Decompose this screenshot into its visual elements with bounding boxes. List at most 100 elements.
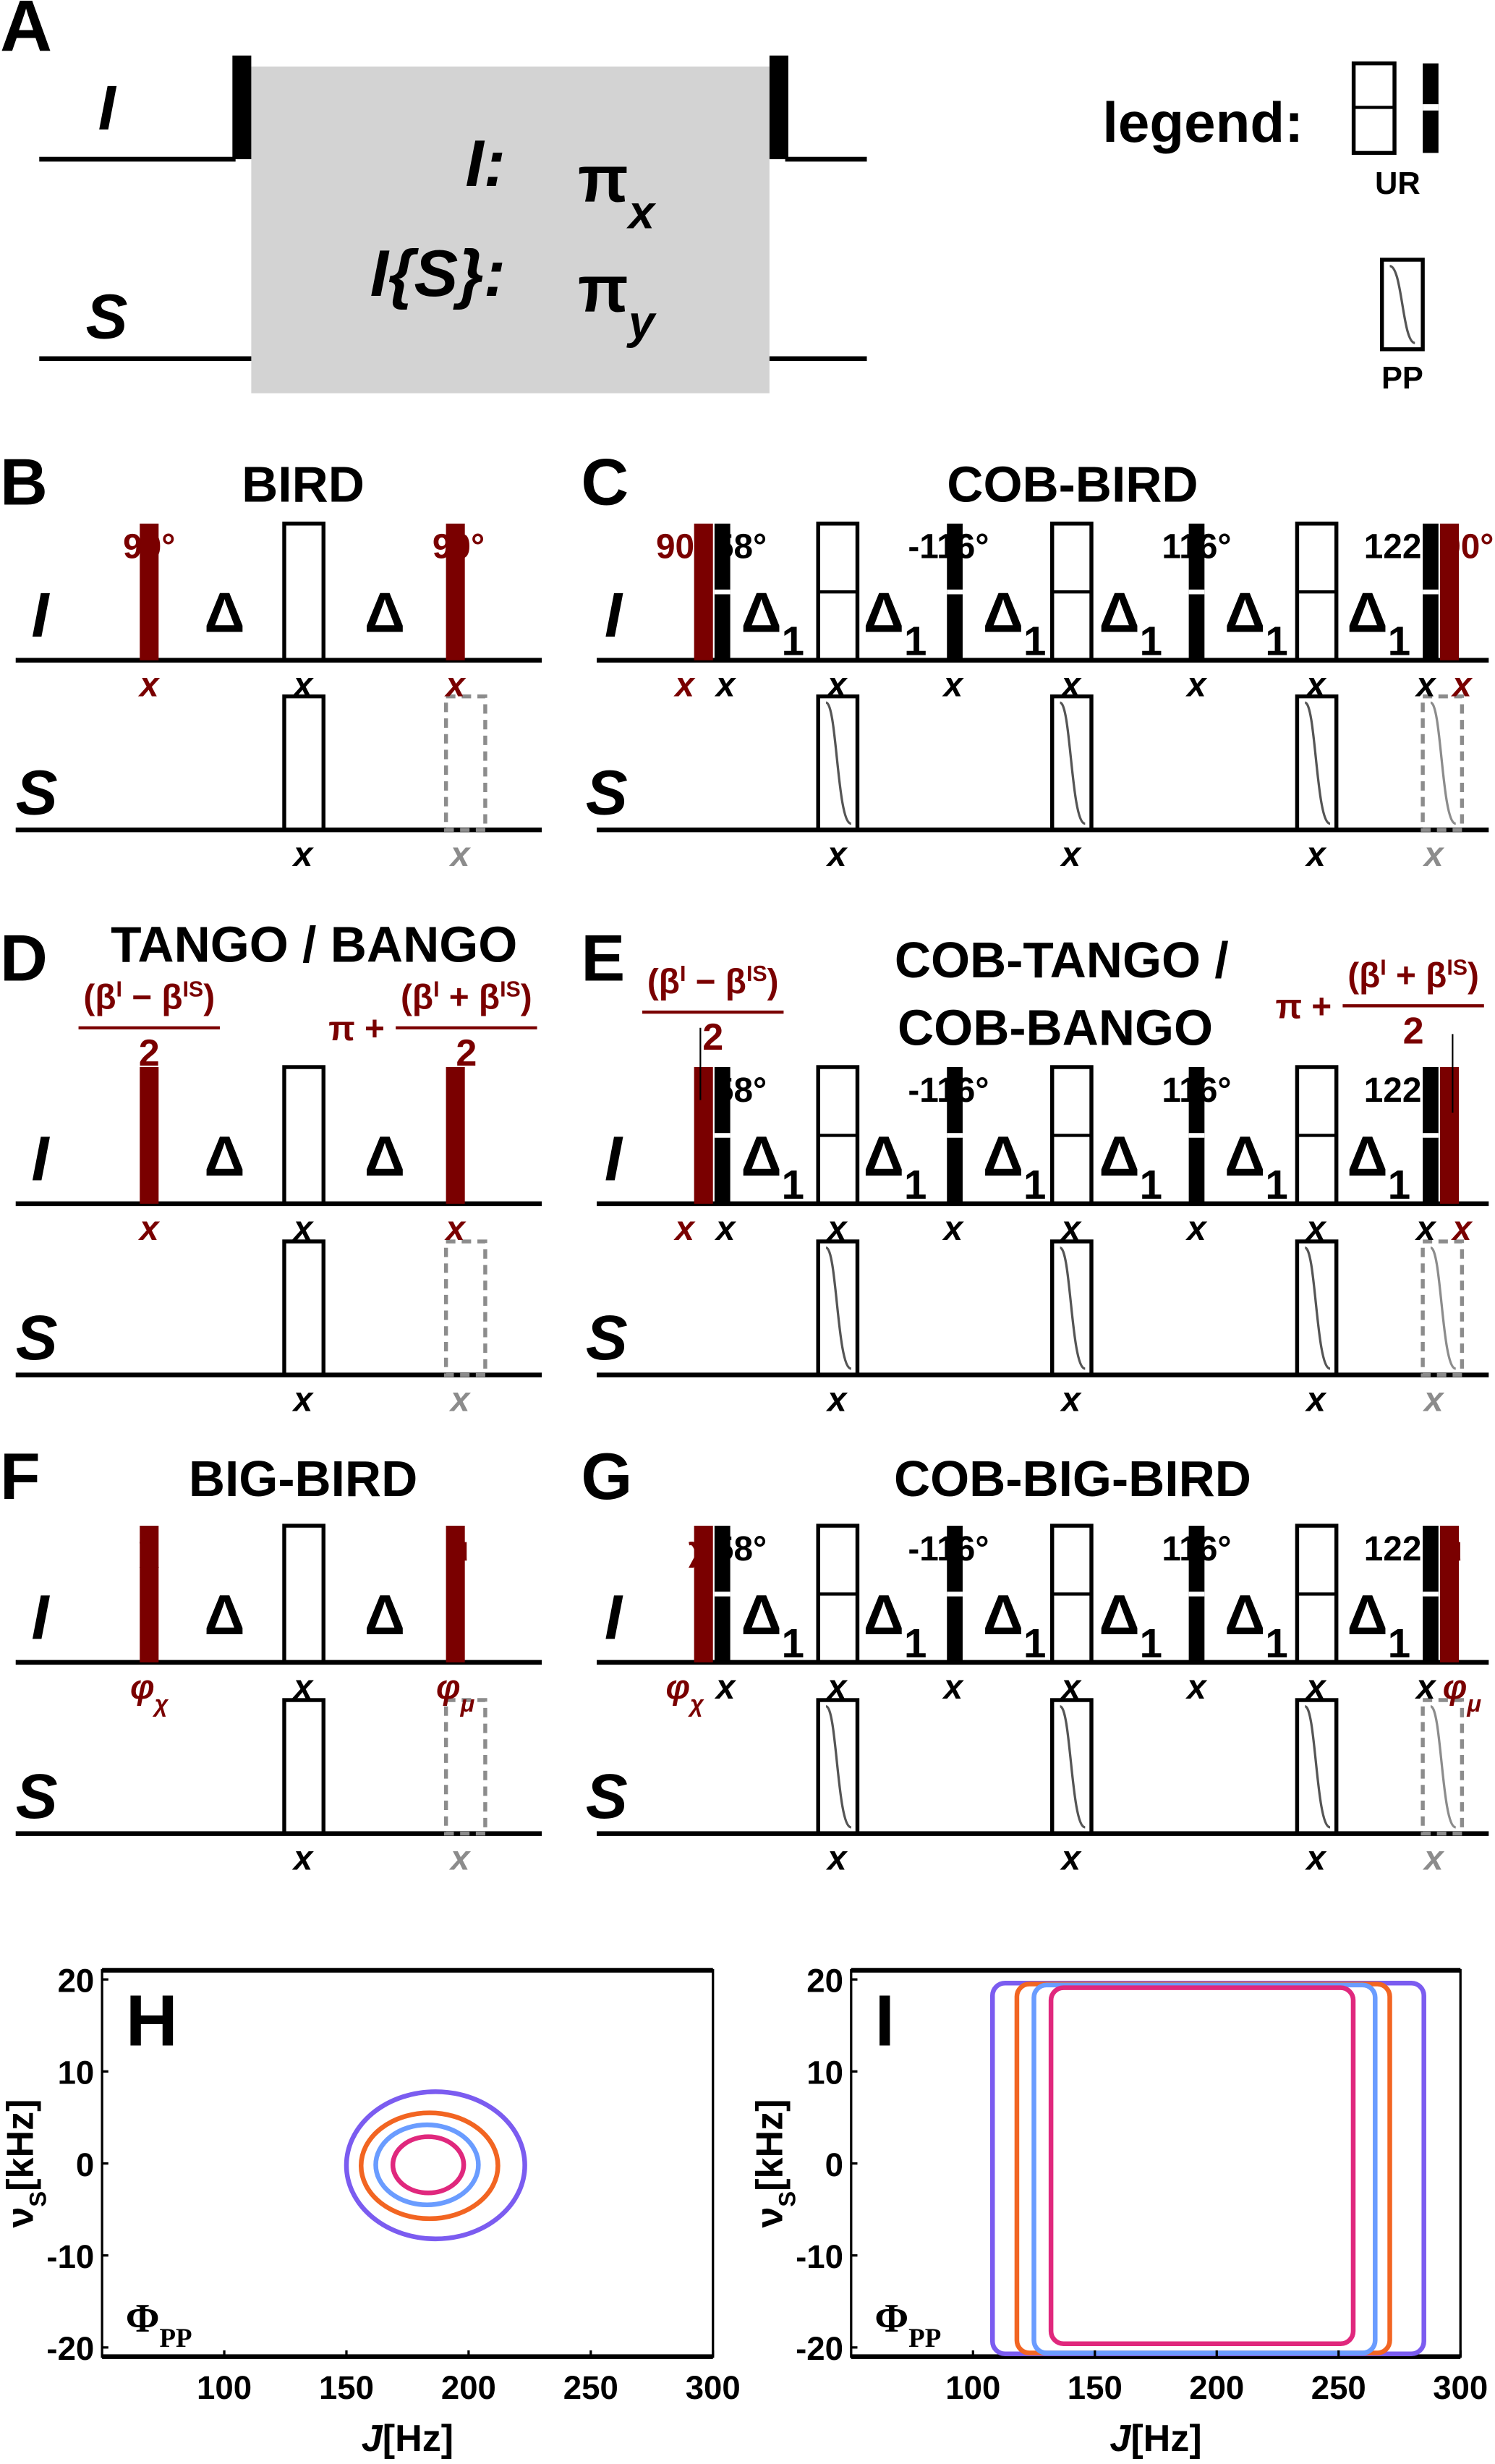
numerator-part: I bbox=[1380, 955, 1386, 980]
delay-subscript: 1 bbox=[1023, 618, 1046, 663]
flip-angle-fraction-left: (βI − βIS)2 bbox=[642, 961, 784, 1058]
phase-label: x bbox=[1059, 666, 1082, 705]
contour-line bbox=[358, 2110, 501, 2222]
x-tick-label: 150 bbox=[319, 2369, 374, 2406]
pp-sweep-curve bbox=[1430, 1246, 1457, 1370]
phase-label: x bbox=[825, 836, 848, 874]
phase-label: x bbox=[291, 1381, 315, 1419]
flip-angle-label: 116° bbox=[1162, 1530, 1231, 1568]
pp-pulse bbox=[1050, 694, 1094, 832]
red-hard-pulse bbox=[694, 523, 713, 660]
x-tick-label: 150 bbox=[1068, 2369, 1123, 2406]
pp-pulse bbox=[1295, 694, 1339, 832]
y-tick-label: 0 bbox=[825, 2146, 843, 2183]
x-tick-label: 200 bbox=[441, 2369, 496, 2406]
phase-label: x bbox=[1450, 666, 1473, 705]
y-axis-subscript: S bbox=[25, 2191, 51, 2207]
phase-label: x bbox=[942, 1210, 965, 1248]
delay-subscript: 1 bbox=[1023, 1620, 1046, 1665]
delay-symbol: Δ bbox=[741, 581, 781, 645]
phase-label: x bbox=[1304, 666, 1327, 705]
y-axis-label: νS[kHz] bbox=[749, 2099, 800, 2228]
delay-label: Δ1 bbox=[741, 1583, 804, 1666]
delay-symbol: Δ bbox=[1224, 1124, 1265, 1188]
phase-label: x bbox=[825, 1668, 848, 1707]
phase-label: x bbox=[825, 1381, 848, 1419]
red-hard-pulse bbox=[1440, 523, 1460, 660]
flip-angle-label: μ bbox=[1441, 1530, 1462, 1568]
contour-line bbox=[390, 2134, 467, 2196]
red-hard-pulse bbox=[446, 1526, 465, 1662]
phase-label: x bbox=[1185, 666, 1208, 705]
delay-label: Δ1 bbox=[1224, 1583, 1288, 1666]
phase-label: x bbox=[1059, 1840, 1082, 1878]
channel-label-i: I bbox=[98, 73, 117, 143]
y-tick-label: 0 bbox=[76, 2146, 94, 2183]
delay-label: Δ1 bbox=[864, 1124, 927, 1207]
y-tick-label: -10 bbox=[46, 2238, 94, 2275]
operation-symbol: π bbox=[578, 252, 629, 326]
numerator-part: ) bbox=[767, 963, 779, 1001]
x-tick-label: 100 bbox=[197, 2369, 252, 2406]
pp-sweep-curve bbox=[825, 701, 852, 825]
phase-label: x bbox=[1185, 1210, 1208, 1248]
phase-label: x bbox=[1414, 1210, 1437, 1248]
phase-label: x bbox=[825, 1210, 848, 1248]
delay-symbol: Δ bbox=[1347, 1583, 1388, 1647]
phase-label: x bbox=[1422, 1381, 1445, 1419]
delay-symbol: Δ bbox=[983, 581, 1023, 645]
fraction-numerator: (βI − βIS) bbox=[647, 961, 779, 1001]
delay-subscript: 1 bbox=[782, 1620, 804, 1665]
contour-line bbox=[1031, 1982, 1378, 2355]
x-tick-label: 250 bbox=[1311, 2369, 1366, 2406]
pulse-phase-break bbox=[1188, 1133, 1205, 1138]
open-ur-pulse bbox=[282, 1698, 325, 1836]
flip-angle-label: μ bbox=[448, 1530, 469, 1568]
x-tick-label: 300 bbox=[686, 2369, 741, 2406]
channel-label-s: S bbox=[16, 757, 58, 828]
legend-ur-label: UR bbox=[1375, 166, 1421, 201]
pp-pulse bbox=[1421, 1698, 1465, 1836]
channel-label-s: S bbox=[16, 1303, 58, 1373]
pulse-phase-break bbox=[1423, 1133, 1439, 1138]
block-channel-label: I: bbox=[465, 127, 506, 200]
pulse-phase-break bbox=[1423, 104, 1439, 111]
delay-symbol: Δ bbox=[741, 1124, 781, 1188]
flip-angle-label: 116° bbox=[1162, 528, 1231, 566]
delay-symbol: Δ bbox=[1099, 581, 1139, 645]
open-ur-pulse bbox=[282, 1524, 325, 1665]
delay-symbol: Δ bbox=[1224, 1583, 1265, 1647]
delay-label: Δ1 bbox=[1347, 581, 1411, 663]
phase-label: x bbox=[1414, 666, 1437, 705]
red-hard-pulse bbox=[1440, 1526, 1460, 1662]
delay-subscript: 1 bbox=[904, 1620, 927, 1665]
sequence-title: COB-BANGO bbox=[898, 1000, 1213, 1056]
contour-line bbox=[344, 2089, 527, 2242]
delay-label: Δ bbox=[365, 581, 405, 645]
pp-sweep-curve bbox=[825, 1705, 852, 1829]
contour-line bbox=[1014, 1981, 1392, 2355]
phase-label: x bbox=[825, 666, 848, 705]
phi-annotation: ΦPP bbox=[126, 2296, 192, 2353]
phase-label: x bbox=[137, 1210, 161, 1248]
phase-label: x bbox=[291, 666, 315, 705]
numerator-part: + β bbox=[1387, 956, 1447, 995]
fraction-denominator: 2 bbox=[139, 1032, 160, 1074]
phase-label: x bbox=[1059, 1381, 1082, 1419]
delay-symbol: Δ bbox=[864, 1583, 904, 1647]
pp-sweep-curve bbox=[825, 1246, 852, 1370]
gray-block bbox=[251, 66, 770, 394]
delay-symbol: Δ bbox=[1099, 1124, 1139, 1188]
delay-subscript: 1 bbox=[904, 1161, 927, 1207]
flip-angle-label: 90° bbox=[123, 528, 175, 566]
y-tick-label: 20 bbox=[58, 1963, 95, 2000]
pp-pulse bbox=[816, 1239, 860, 1377]
flip-angle-label: 58° bbox=[715, 1530, 767, 1568]
numerator-part: ) bbox=[1468, 956, 1479, 995]
phase-label: x bbox=[137, 666, 161, 705]
x-tick-label: 200 bbox=[1189, 2369, 1244, 2406]
phase-label: x bbox=[942, 666, 965, 705]
pulse-phase-break bbox=[1423, 1592, 1439, 1597]
